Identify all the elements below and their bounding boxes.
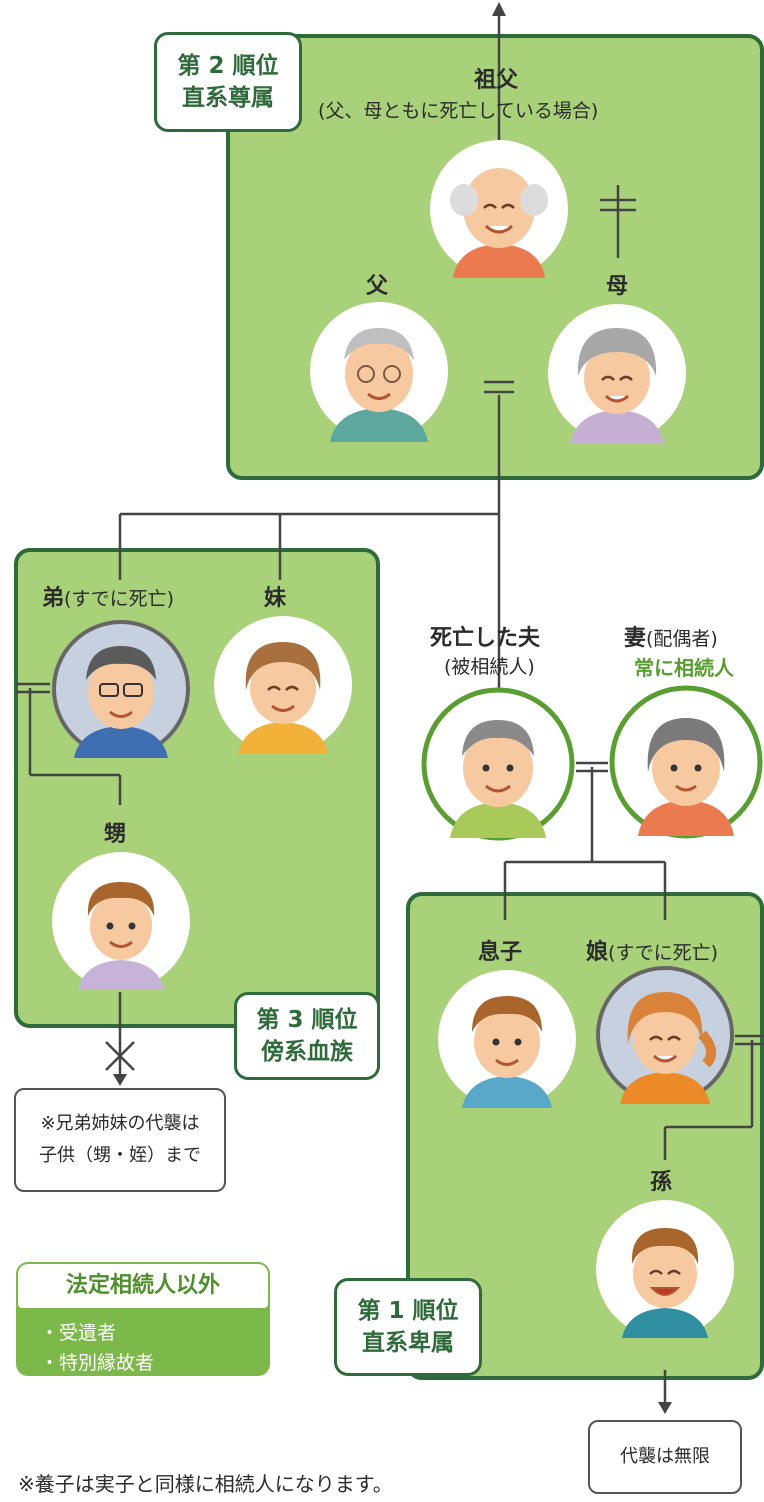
rank2-line1: 第 2 順位 <box>177 53 279 79</box>
non-heirs-title: 法定相続人以外 <box>18 1264 268 1308</box>
father-avatar <box>310 302 448 442</box>
grandfather-note-text: (父、母ともに死亡している場合) <box>318 100 599 122</box>
deceased-husband-label: 死亡した夫 <box>430 626 541 651</box>
son-label: 息子 <box>478 940 523 965</box>
younger-brother-label: 弟(すでに死亡) <box>42 580 174 612</box>
grandchild-avatar <box>596 1200 734 1338</box>
daughter-avatar <box>596 966 734 1104</box>
grandfather-avatar <box>430 140 568 278</box>
grandfather-label: 祖父 <box>474 68 519 93</box>
grandchild-label: 孫 <box>650 1170 673 1195</box>
wife-note: (配偶者) <box>646 628 718 650</box>
rank1-line2: 直系卑属 <box>362 1330 454 1356</box>
rank2-tag: 第 2 順位 直系尊属 <box>154 32 302 132</box>
nephew-avatar <box>52 852 190 990</box>
sibling-note-line1: ※兄弟姉妹の代襲は <box>40 1113 200 1134</box>
rank3-line2: 傍系血族 <box>261 1039 353 1065</box>
younger-sister-label: 妹 <box>264 586 287 611</box>
wife-avatar <box>609 685 763 839</box>
nephew-label: 甥 <box>104 822 127 847</box>
grandfather-note: (父、母ともに死亡している場合) <box>318 96 598 123</box>
deceased-husband-avatar <box>421 687 575 841</box>
wife-status: 常に相続人 <box>634 656 734 680</box>
rank1-tag: 第 1 順位 直系卑属 <box>334 1278 482 1376</box>
unlimited-succession-note: 代襲は無限 <box>588 1420 742 1494</box>
daughter-label: 娘(すでに死亡) <box>586 934 718 966</box>
rank3-tag: 第 3 順位 傍系血族 <box>234 992 380 1080</box>
rank3-line1: 第 3 順位 <box>256 1007 358 1033</box>
non-heirs-item-special: ・特別縁故者 <box>40 1352 155 1374</box>
mother-avatar <box>548 304 686 444</box>
younger-brother-avatar <box>52 620 190 758</box>
deceased-husband-note-text: (被相続人) <box>444 656 535 678</box>
rank1-line1: 第 1 順位 <box>357 1298 459 1324</box>
son-avatar <box>438 970 576 1108</box>
sibling-note-line2: 子供（甥・姪）まで <box>39 1145 201 1166</box>
wife-name: 妻 <box>624 626 647 651</box>
father-label: 父 <box>366 274 389 299</box>
younger-brother-note: (すでに死亡) <box>64 588 175 610</box>
wife-label: 妻(配偶者) <box>624 620 718 652</box>
adoption-footnote: ※養子は実子と同様に相続人になります。 <box>18 1472 393 1496</box>
younger-brother-name: 弟 <box>42 586 65 611</box>
rank2-line2: 直系尊属 <box>182 85 274 111</box>
daughter-note: (すでに死亡) <box>608 942 719 964</box>
unlimited-note-text: 代襲は無限 <box>620 1446 710 1467</box>
daughter-name: 娘 <box>586 940 609 965</box>
mother-label: 母 <box>606 274 629 299</box>
sibling-succession-note: ※兄弟姉妹の代襲は 子供（甥・姪）まで <box>14 1088 226 1192</box>
deceased-husband-note: (被相続人) <box>444 652 535 679</box>
non-heirs-box: 法定相続人以外 ・受遺者 ・特別縁故者 <box>16 1262 270 1376</box>
younger-sister-avatar <box>214 616 352 754</box>
non-heirs-item-bequest: ・受遺者 <box>40 1322 117 1344</box>
